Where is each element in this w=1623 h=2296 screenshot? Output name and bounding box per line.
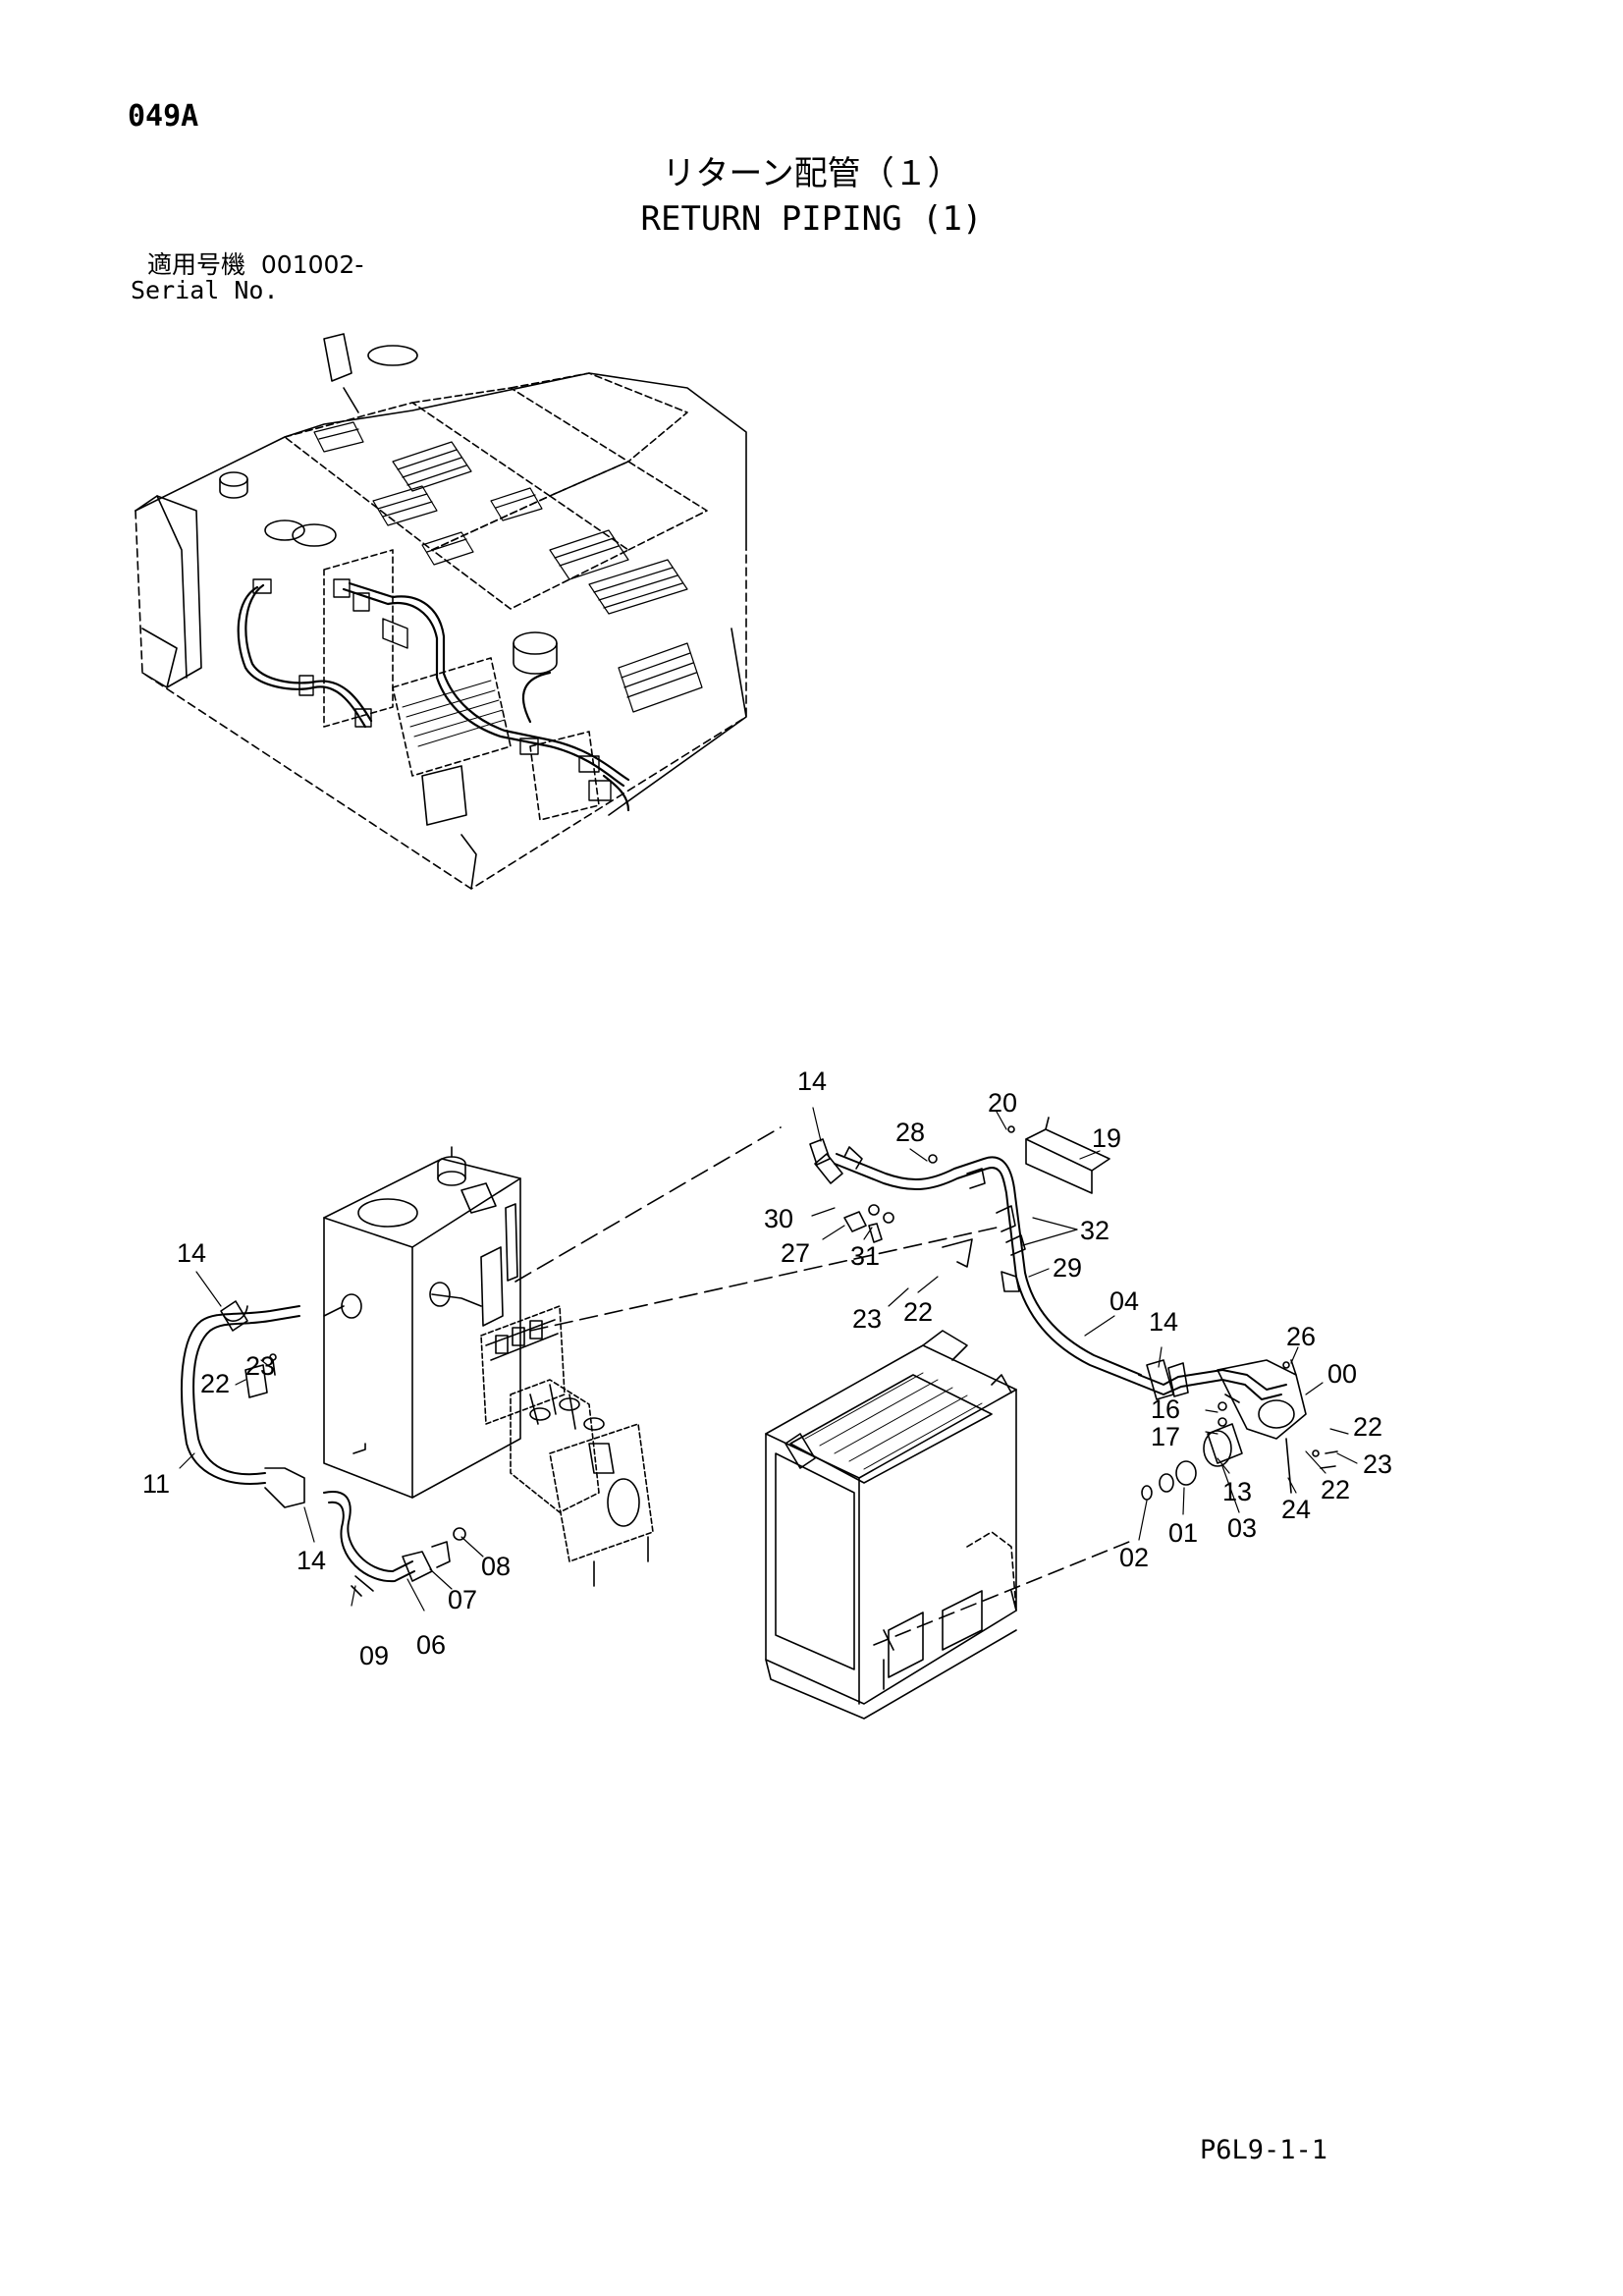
callout-06: 06 [416, 1630, 446, 1660]
callout-00: 00 [1327, 1359, 1357, 1389]
callout-11: 11 [142, 1469, 170, 1499]
callout-30: 30 [764, 1204, 793, 1233]
callout-23c: 23 [245, 1351, 275, 1381]
callout-24: 24 [1281, 1495, 1311, 1524]
callout-04: 04 [1109, 1286, 1139, 1316]
hydraulic-tank-drawing [181, 1126, 998, 1597]
callout-22b: 22 [1353, 1412, 1382, 1442]
callout-01: 01 [1168, 1518, 1198, 1548]
title-japanese: リターン配管（１） [662, 154, 961, 193]
callout-32: 32 [1080, 1216, 1109, 1245]
callout-14b: 14 [1149, 1307, 1178, 1337]
callout-16: 16 [1151, 1394, 1180, 1424]
callout-27: 27 [781, 1238, 810, 1268]
callout-numbers: 14 20 28 19 30 32 27 31 29 23 22 04 14 2… [142, 1066, 1392, 1670]
callout-07: 07 [448, 1585, 477, 1614]
callout-14d: 14 [297, 1546, 326, 1575]
callout-09: 09 [359, 1641, 389, 1670]
callout-02: 02 [1119, 1543, 1149, 1572]
callout-03: 03 [1227, 1513, 1257, 1543]
callout-13: 13 [1222, 1477, 1252, 1506]
serial-label-japanese: 適用号機 001002- [147, 250, 364, 279]
callout-22d: 22 [200, 1369, 230, 1398]
radiator-return-assembly-drawing [765, 1117, 1338, 1720]
callout-22a: 22 [903, 1297, 933, 1327]
callout-23b: 23 [1363, 1449, 1392, 1479]
callout-23a: 23 [852, 1304, 882, 1334]
callout-28: 28 [895, 1118, 925, 1147]
callout-20: 20 [988, 1088, 1017, 1118]
callout-22c: 22 [1321, 1475, 1350, 1504]
callout-17: 17 [1151, 1422, 1180, 1451]
footer-page-code: P6L9-1-1 [1200, 2135, 1328, 2165]
callout-leader-lines [179, 1107, 1358, 1612]
callout-31: 31 [850, 1241, 880, 1271]
serial-label-english: Serial No. [131, 276, 279, 304]
callout-14a: 14 [797, 1066, 827, 1096]
title-english: RETURN PIPING (1) [640, 199, 983, 239]
callout-26: 26 [1286, 1322, 1316, 1351]
callout-08: 08 [481, 1552, 511, 1581]
callout-14c: 14 [177, 1238, 206, 1268]
machine-overview-drawing [135, 333, 747, 890]
callout-19: 19 [1092, 1123, 1121, 1153]
page-code: 049A [128, 99, 199, 134]
callout-29: 29 [1053, 1253, 1082, 1283]
